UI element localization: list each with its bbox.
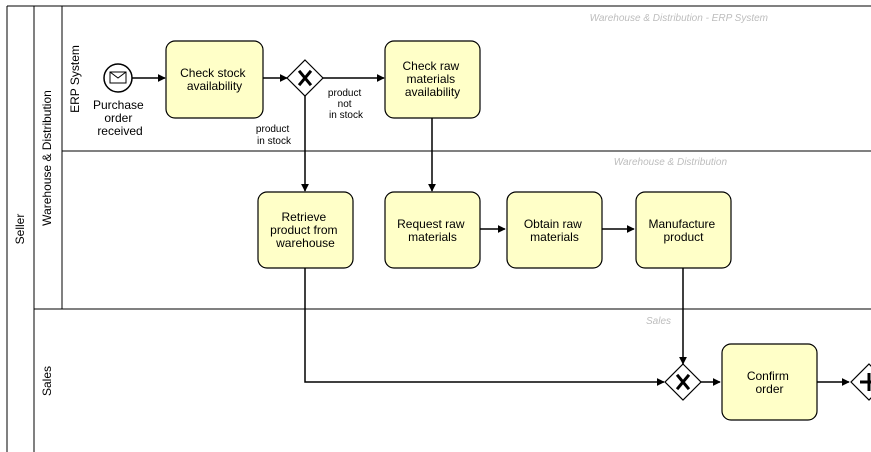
flow-retrieve-to-merge (304, 268, 665, 386)
start-event-purchase-order[interactable] (103, 63, 133, 93)
pool-seller: Seller (6, 5, 871, 452)
task-manufacture-product[interactable]: Manufacture product (635, 191, 732, 269)
task-retrieve-product-from-warehouse[interactable]: Retrieve product from warehouse (257, 191, 354, 269)
flow-label-in-stock: product in stock (256, 124, 292, 147)
lane-label-sales: Sales (40, 366, 54, 396)
svg-text:Retrieve product from: Retrieve product from warehouse (270, 210, 341, 250)
exclusive-gateway-icon (675, 373, 691, 391)
task-check-raw-materials-availability[interactable]: Check raw materials availability (384, 40, 481, 119)
svg-text:Obtain raw materials: Obtain raw materials (524, 217, 585, 244)
lane-warehouse-distribution: Warehouse & Distribution (34, 6, 871, 310)
task-confirm-order[interactable]: Confirm order (721, 343, 818, 421)
sequence-flows (132, 74, 850, 386)
sublane-erp-system: ERP System (62, 45, 871, 152)
start-event-label: Purchase order received (93, 98, 147, 138)
lane-sales: Sales (40, 366, 54, 396)
svg-text:Request raw materials: Request raw materials (397, 217, 468, 244)
parallel-gateway-icon (860, 373, 871, 391)
svg-text:Check raw materials: Check raw materials availability (402, 59, 462, 99)
exclusive-gateway-icon (297, 69, 313, 87)
exclusive-gateway-merge[interactable] (664, 363, 702, 401)
watermark-erp: Warehouse & Distribution - ERP System (590, 13, 768, 24)
watermark-warehouse: Warehouse & Distribution (614, 157, 728, 168)
task-check-stock-availability[interactable]: Check stock availability (165, 40, 264, 119)
svg-text:Check stock availability: Check stock availability (180, 66, 249, 93)
svg-text:Manufacture product: Manufacture product (648, 217, 718, 244)
envelope-icon (109, 71, 127, 84)
lane-label-erp: ERP System (68, 45, 82, 113)
task-obtain-raw-materials[interactable]: Obtain raw materials (506, 191, 603, 269)
exclusive-gateway-split[interactable] (286, 59, 324, 97)
watermark-sales: Sales (646, 316, 671, 327)
flow-label-not-in-stock: product not in stock (328, 88, 364, 121)
svg-text:Confirm order: Confirm order (747, 369, 792, 396)
parallel-gateway[interactable] (850, 363, 871, 401)
lane-label-warehouse: Warehouse & Distribution (40, 90, 54, 226)
pool-label: Seller (13, 214, 27, 245)
task-request-raw-materials[interactable]: Request raw materials (384, 191, 481, 269)
